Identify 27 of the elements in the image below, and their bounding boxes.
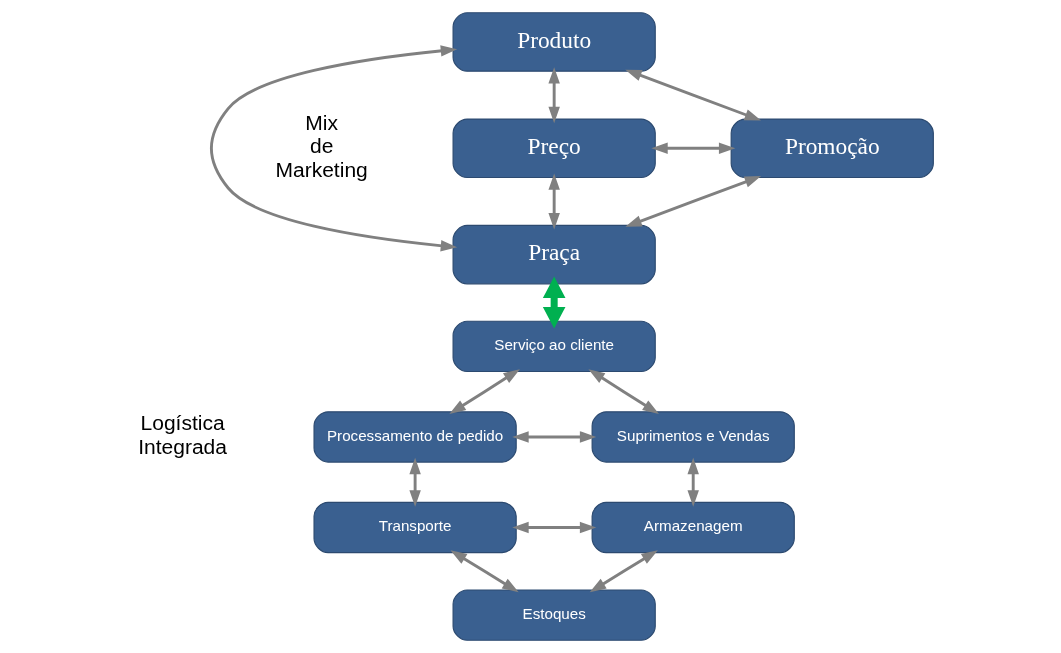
node-box: Preço [452, 118, 656, 179]
arrow [589, 550, 658, 593]
node-box: Processamento de pedido [313, 411, 517, 463]
arrow [512, 431, 597, 443]
arrow [449, 369, 520, 415]
label: Logística Integrada [138, 411, 227, 458]
arrow [625, 69, 762, 121]
arrow [542, 276, 566, 329]
arrow [588, 369, 659, 415]
node-box: Produto [452, 12, 656, 72]
arrow [625, 176, 762, 227]
node-box: Praça [452, 224, 656, 285]
label: Mix de Marketing [275, 111, 368, 181]
node-box: Promoção [730, 118, 934, 179]
arrow [548, 173, 560, 230]
arrow [548, 67, 560, 124]
node-box: Serviço ao cliente [452, 320, 656, 373]
node-box: Suprimentos e Vendas [591, 411, 795, 463]
arrow [409, 457, 421, 507]
node-box: Transporte [313, 501, 517, 554]
arrow [687, 457, 699, 507]
node-box: Armazenagem [591, 501, 795, 554]
node-box: Estoques [452, 589, 656, 641]
arrow [450, 550, 519, 593]
arrow [210, 45, 458, 252]
arrow [651, 142, 736, 155]
arrow [512, 521, 597, 534]
